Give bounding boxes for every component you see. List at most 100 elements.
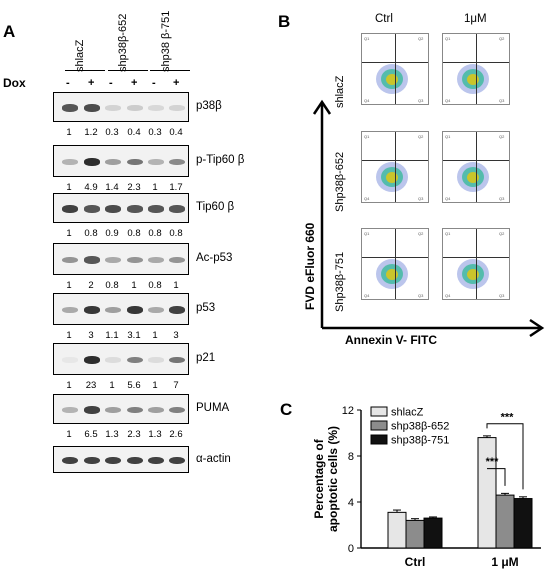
- protein-band: [62, 357, 78, 363]
- panel-label-b: B: [278, 12, 291, 31]
- quadrant-label: Q3: [418, 293, 424, 298]
- legend-label: shlacZ: [391, 407, 424, 419]
- blot-protein-label: Tip60 β: [196, 201, 235, 213]
- flow-col-title-ctrl: Ctrl: [375, 13, 393, 25]
- quantification-value: 1: [66, 380, 72, 391]
- protein-band: [84, 456, 100, 465]
- quadrant-label: Q4: [445, 293, 451, 298]
- protein-band: [127, 158, 143, 166]
- quantification-value: 1.1: [105, 330, 119, 341]
- quadrant-gate-horizontal: [362, 257, 428, 258]
- quantification-value: 2.3: [127, 429, 141, 440]
- protein-band: [169, 205, 185, 213]
- bar: [387, 511, 407, 549]
- group-label-shp38b-652: shp38β-652: [117, 13, 129, 72]
- quadrant-gate-horizontal: [362, 160, 428, 161]
- significance-label: ***: [486, 456, 500, 468]
- blot-protein-label: p38β: [196, 100, 222, 112]
- quantification-value: 0.4: [127, 127, 141, 138]
- blot-image: [53, 193, 189, 223]
- quantification-value: 3: [88, 330, 94, 341]
- quantification-value: 1.7: [169, 182, 183, 193]
- quantification-value: 1.2: [84, 127, 98, 138]
- quantification-value: 2: [88, 280, 94, 291]
- legend-swatch: [370, 406, 388, 417]
- cell-population-cluster: [467, 74, 479, 85]
- y-tick-label: 0: [348, 543, 354, 555]
- protein-band: [84, 104, 100, 112]
- protein-band: [127, 256, 143, 264]
- quantification-value: 0.9: [105, 228, 119, 239]
- quadrant-label: Q4: [364, 98, 370, 103]
- quadrant-gate-vertical: [395, 132, 396, 202]
- quadrant-gate-vertical: [476, 132, 477, 202]
- protein-band: [127, 406, 143, 414]
- blot-protein-label: Ac-p53: [196, 252, 233, 264]
- quadrant-label: Q1: [364, 134, 370, 139]
- legend-label: shp38β-652: [391, 421, 449, 433]
- protein-band: [127, 306, 143, 314]
- quadrant-gate-vertical: [476, 34, 477, 104]
- treatment-mark: -: [109, 77, 113, 89]
- cell-population-cluster: [467, 269, 479, 280]
- group-label-shlacz: shlacZ: [74, 39, 86, 72]
- blot-image: [53, 446, 189, 473]
- quantification-value: 0.8: [84, 228, 98, 239]
- quantification-value: 1: [66, 182, 72, 193]
- protein-band: [127, 356, 143, 364]
- quadrant-label: Q1: [445, 36, 451, 41]
- protein-band: [105, 406, 121, 414]
- quantification-value: 0.3: [148, 127, 162, 138]
- quantification-value: 6.5: [84, 429, 98, 440]
- bar: [423, 517, 443, 549]
- quadrant-gate-vertical: [395, 229, 396, 299]
- protein-band: [148, 456, 164, 465]
- quantification-value: 2.6: [169, 429, 183, 440]
- quadrant-label: Q2: [418, 231, 424, 236]
- protein-band: [84, 205, 100, 213]
- panel-label-a: A: [3, 22, 16, 41]
- quantification-value: 4.9: [84, 182, 98, 193]
- quadrant-label: Q3: [418, 98, 424, 103]
- protein-band: [127, 105, 143, 111]
- protein-band: [127, 456, 143, 465]
- flow-x-axis-label: Annexin V- FITC: [345, 333, 438, 347]
- protein-band: [84, 356, 100, 364]
- protein-band: [148, 306, 164, 314]
- quadrant-label: Q1: [364, 231, 370, 236]
- protein-band: [105, 105, 121, 111]
- quantification-value: 1: [66, 330, 72, 341]
- quantification-value: 1.3: [105, 429, 119, 440]
- treatment-mark: -: [152, 77, 156, 89]
- group-underline: [150, 70, 190, 71]
- quantification-value: 1: [152, 380, 158, 391]
- quadrant-label: Q2: [418, 36, 424, 41]
- quadrant-label: Q1: [445, 134, 451, 139]
- quantification-value: 1: [152, 182, 158, 193]
- quantification-value: 7: [173, 380, 179, 391]
- protein-band: [148, 105, 164, 111]
- protein-band: [148, 256, 164, 264]
- y-tick-label: 4: [348, 497, 354, 509]
- flow-axes: [312, 99, 545, 338]
- group-label-shp38b-751: shp38 β-751: [160, 10, 172, 72]
- protein-band: [148, 159, 164, 165]
- protein-band: [169, 456, 185, 465]
- blot-protein-label: α-actin: [196, 452, 231, 465]
- protein-band: [62, 159, 78, 165]
- quantification-value: 1.4: [105, 182, 119, 193]
- group-underline: [108, 70, 148, 71]
- significance-label: ***: [501, 411, 515, 423]
- quantification-value: 5.6: [127, 380, 141, 391]
- quantification-value: 0.8: [169, 228, 183, 239]
- cell-population-cluster: [386, 74, 398, 85]
- quantification-value: 0.8: [127, 228, 141, 239]
- blot-protein-label: p53: [196, 302, 216, 314]
